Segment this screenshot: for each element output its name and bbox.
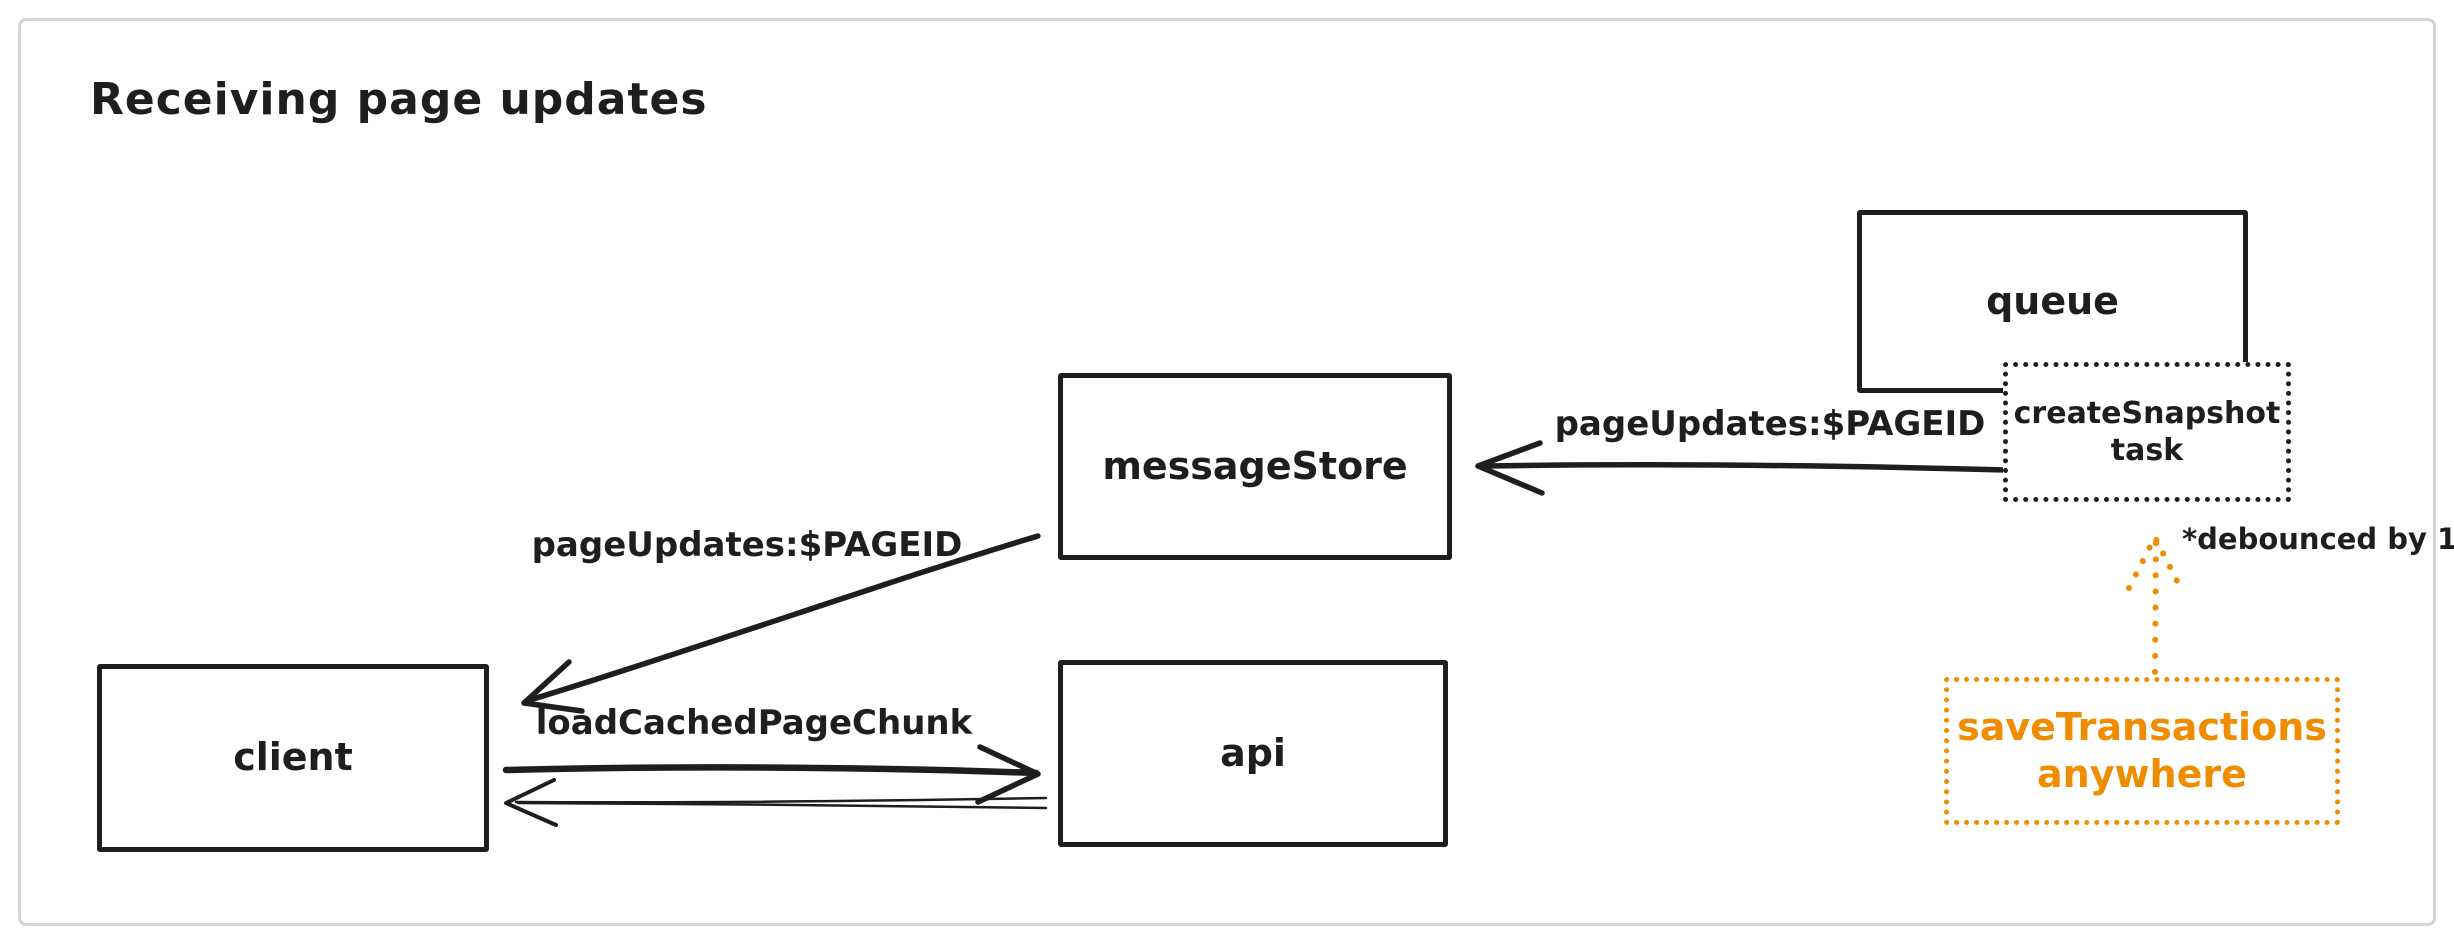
canvas-frame-border	[18, 18, 2436, 926]
node-api-label: api	[1220, 730, 1286, 775]
node-queue-label: queue	[1986, 278, 2119, 323]
node-save-transactions-label-line2: anywhere	[2037, 752, 2247, 796]
node-message-store: messageStore	[1058, 373, 1452, 560]
node-create-snapshot-task: createSnapshot task	[2003, 362, 2291, 502]
edge-label-loadcachedpagechunk: loadCachedPageChunk	[535, 703, 973, 743]
node-create-snapshot-label-line2: task	[2110, 433, 2184, 468]
debounce-note: *debounced by 10m	[2182, 522, 2454, 556]
edge-label-pageupdates-right: pageUpdates:$PAGEID	[1554, 404, 1986, 444]
node-save-transactions: saveTransactions anywhere	[1944, 677, 2340, 825]
node-message-store-label: messageStore	[1102, 443, 1408, 488]
node-create-snapshot-label-line1: createSnapshot	[2013, 395, 2281, 431]
edge-label-pageupdates-left: pageUpdates:$PAGEID	[531, 525, 963, 565]
node-client-label: client	[233, 735, 353, 780]
node-save-transactions-label-line1: saveTransactions	[1957, 704, 2327, 749]
node-client: client	[97, 664, 489, 852]
node-api: api	[1058, 660, 1448, 847]
diagram-title: Receiving page updates	[90, 74, 708, 125]
